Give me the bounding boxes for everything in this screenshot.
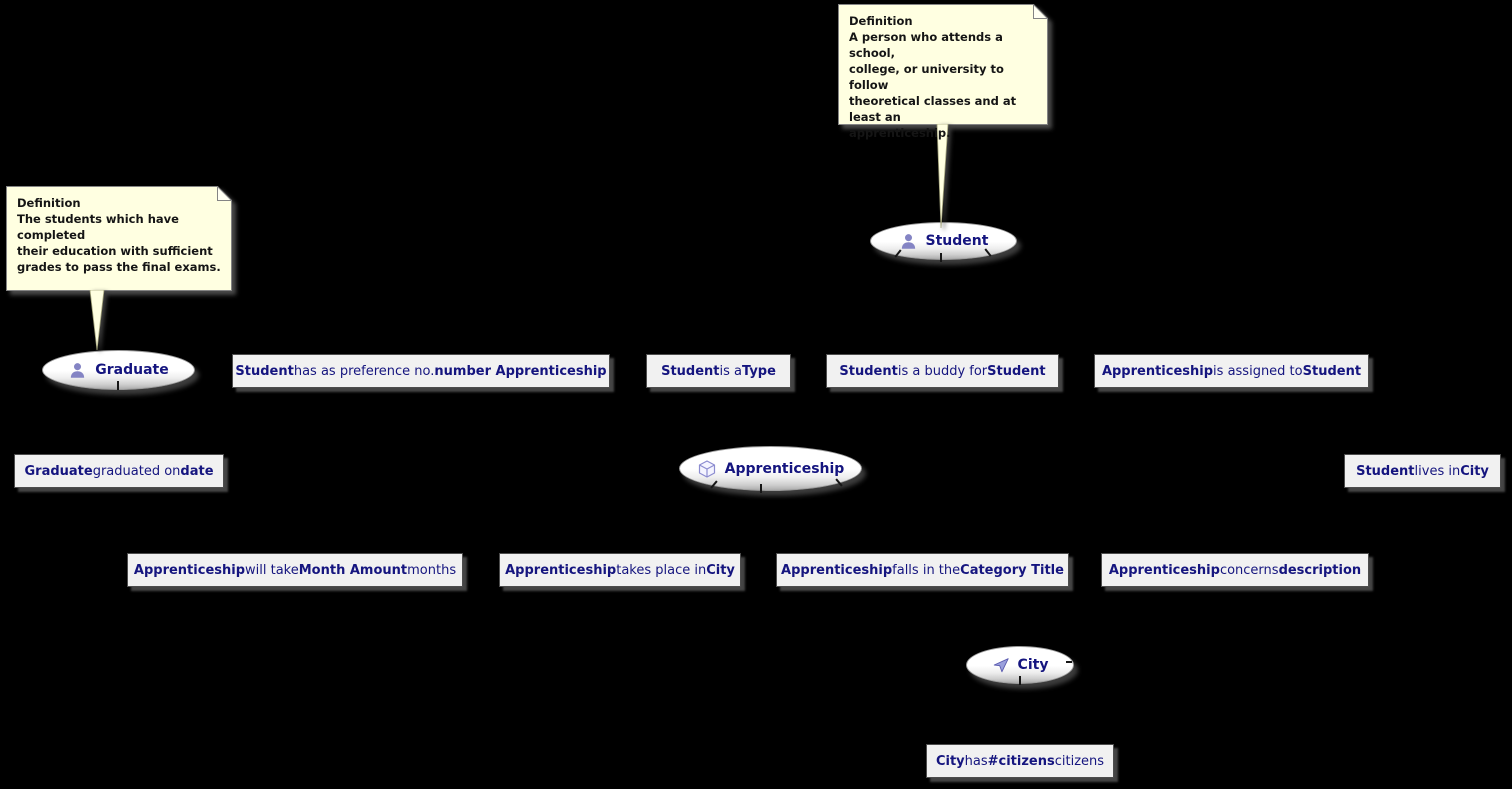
entity-graduate-label: Graduate	[95, 362, 169, 378]
connector-tick	[940, 253, 942, 262]
note-shape	[838, 4, 1048, 125]
fact-student-lives-in-city[interactable]: Student lives in City	[1344, 454, 1501, 488]
connector-tick	[1019, 676, 1021, 685]
note-title: Definition	[17, 196, 81, 210]
fact-apprenticeship-months[interactable]: Apprenticeship will take Month Amount mo…	[127, 553, 463, 587]
note-tail-student	[936, 124, 949, 229]
entity-apprenticeship-label: Apprenticeship	[724, 460, 845, 477]
connector-tick	[1066, 661, 1072, 663]
note-title: Definition	[849, 14, 913, 28]
person-icon	[899, 232, 918, 251]
fact-student-is-a-type[interactable]: Student is a Type	[646, 354, 791, 388]
cube-icon	[697, 459, 717, 479]
entity-student[interactable]: Student	[870, 222, 1017, 260]
note-body: A person who attends a school, college, …	[849, 30, 1017, 140]
entity-student-label: Student	[925, 233, 989, 249]
person-icon	[68, 361, 87, 380]
entity-apprenticeship[interactable]: Apprenticeship	[679, 446, 862, 491]
connector-tick	[117, 381, 119, 390]
fact-student-has-preference[interactable]: Student has as preference no. number App…	[232, 354, 610, 388]
note-student-definition[interactable]: Definition A person who attends a school…	[838, 4, 1048, 140]
fact-apprenticeship-place[interactable]: Apprenticeship takes place in City	[499, 553, 741, 587]
fact-student-buddy[interactable]: Student is a buddy for Student	[826, 354, 1059, 388]
note-graduate-definition[interactable]: Definition The students which have compl…	[6, 186, 232, 291]
note-body: The students which have completed their …	[17, 212, 221, 274]
cursor-icon	[992, 656, 1010, 674]
entity-city-label: City	[1017, 657, 1049, 673]
fact-apprenticeship-assigned[interactable]: Apprenticeship is assigned to Student	[1094, 354, 1369, 388]
note-shape	[6, 186, 232, 291]
fact-apprenticeship-category[interactable]: Apprenticeship falls in the Category Tit…	[776, 553, 1069, 587]
note-tail-graduate	[89, 290, 105, 351]
fact-apprenticeship-description[interactable]: Apprenticeship concerns description	[1101, 553, 1369, 587]
fact-city-citizens[interactable]: City has #citizens citizens	[926, 744, 1114, 778]
connector-tick	[760, 484, 762, 493]
fact-graduate-graduated[interactable]: Graduate graduated on date	[14, 454, 224, 488]
